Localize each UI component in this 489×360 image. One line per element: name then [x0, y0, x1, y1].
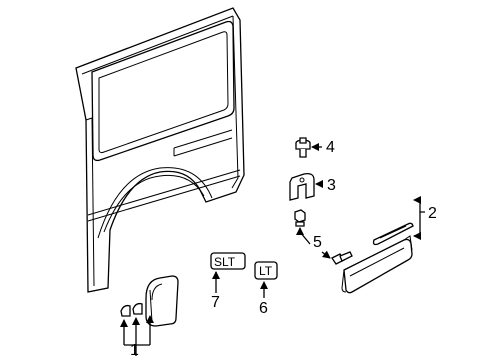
push-clip-fastener	[295, 137, 311, 158]
callout-2: 2	[428, 205, 437, 222]
callout-6: 6	[259, 300, 268, 317]
nut-fastener	[294, 209, 306, 227]
callout-5: 5	[313, 234, 322, 251]
callout-4: 4	[326, 139, 335, 156]
mounting-bracket	[289, 172, 315, 201]
callout-1-leader	[120, 315, 154, 356]
mud-flap	[145, 275, 179, 327]
screw-fastener	[331, 251, 353, 265]
clip-1a	[120, 304, 131, 317]
lower-molding-panel	[341, 235, 413, 294]
side-body-panel	[75, 7, 245, 293]
lt-emblem: LT	[254, 261, 278, 280]
lt-emblem-text: LT	[259, 264, 273, 278]
upper-molding-strip	[372, 222, 414, 246]
slt-emblem: SLT	[210, 252, 246, 270]
callout-5-leader-up	[299, 231, 311, 245]
callout-2-leader	[413, 196, 425, 240]
callout-3: 3	[327, 177, 336, 194]
callout-5-leader-down	[321, 250, 331, 259]
callout-1: 1	[130, 342, 139, 359]
slt-emblem-text: SLT	[214, 255, 236, 269]
clip-1b	[132, 302, 143, 315]
callout-7: 7	[211, 294, 220, 311]
